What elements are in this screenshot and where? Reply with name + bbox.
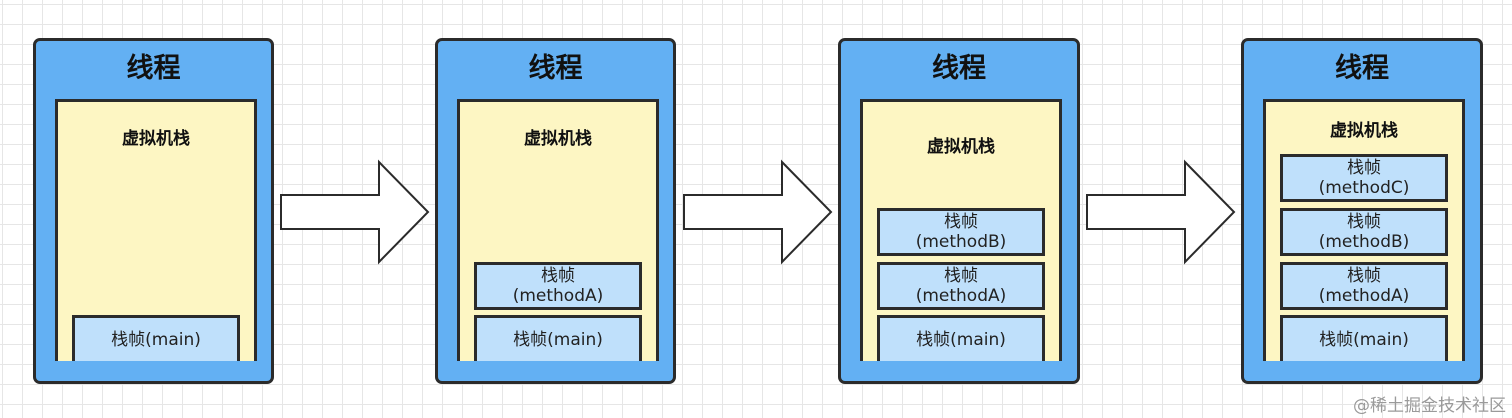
stack-frame-methodA: 栈帧 (methodA) [1280,262,1448,310]
vm-stack-title-1: 虚拟机栈 [122,129,190,149]
watermark: @稀土掘金技术社区 [1353,396,1506,416]
thread-title-3: 线程 [932,53,986,84]
vm-stack-3: 虚拟机栈 栈帧 (methodB) 栈帧 (methodA) 栈帧(main) [860,99,1062,361]
thread-title-2: 线程 [528,53,583,84]
stack-frame-methodA: 栈帧 (methodA) [474,262,642,310]
arrow-right-icon [280,159,430,265]
stack-frame-main: 栈帧(main) [877,315,1045,361]
arrow-right-icon [683,159,833,265]
vm-stack-1: 虚拟机栈 栈帧(main) [55,99,257,361]
stack-frame-methodB: 栈帧 (methodB) [1280,208,1448,256]
thread-title-1: 线程 [126,53,181,84]
stack-frame-main: 栈帧(main) [1280,315,1448,361]
arrow-right-icon [1086,159,1236,265]
vm-stack-title-3: 虚拟机栈 [927,137,995,157]
vm-stack-title-4: 虚拟机栈 [1330,121,1398,141]
stack-frame-main: 栈帧(main) [72,315,240,361]
thread-box-2: 线程 虚拟机栈 栈帧 (methodA) 栈帧(main) [435,38,676,384]
thread-title-4: 线程 [1335,53,1389,84]
stack-frame-methodA: 栈帧 (methodA) [877,262,1045,310]
stack-frame-methodB: 栈帧 (methodB) [877,208,1045,256]
vm-stack-title-2: 虚拟机栈 [524,129,592,149]
vm-stack-4: 虚拟机栈 栈帧 (methodC) 栈帧 (methodB) 栈帧 (metho… [1263,99,1465,361]
thread-box-1: 线程 虚拟机栈 栈帧(main) [33,38,274,384]
stack-frame-main: 栈帧(main) [474,315,642,361]
stack-frame-methodC: 栈帧 (methodC) [1280,154,1448,202]
thread-box-4: 线程 虚拟机栈 栈帧 (methodC) 栈帧 (methodB) 栈帧 (me… [1241,38,1483,384]
vm-stack-2: 虚拟机栈 栈帧 (methodA) 栈帧(main) [457,99,659,361]
thread-box-3: 线程 虚拟机栈 栈帧 (methodB) 栈帧 (methodA) 栈帧(mai… [838,38,1080,384]
